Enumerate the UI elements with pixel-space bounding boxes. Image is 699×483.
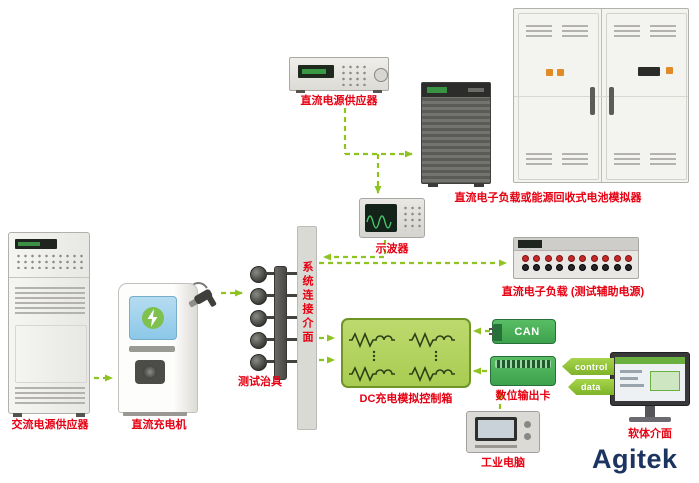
cabinet-vent [614,153,640,167]
ac-cabinet-vent-top [15,287,85,317]
label-aux-eload: 直流电子负载 (测试辅助电源) [501,286,645,298]
aux-electronic-load [513,237,639,279]
cabinet-vent [526,153,552,167]
label-test-fixture: 测试治具 [238,376,282,388]
fixture-pin [285,316,298,319]
dc-charge-simulation-box [341,318,471,388]
charger-screen [129,296,177,340]
label-software-interface: 软体介面 [628,428,672,440]
cabinet-indicator [666,67,673,74]
cabinet-handle-left [590,87,595,115]
psu-buttons [340,64,368,86]
aux-load-panel [514,238,638,251]
card-pin-strip [495,360,551,368]
label-ac-power-supply: 交流电源供应器 [11,419,89,431]
cabinet-vent [562,153,588,167]
fixture-stem [264,294,274,297]
cabinet-indicator [546,69,553,76]
rack-load-panel [422,83,490,97]
industrial-pc [466,411,540,453]
ac-cabinet-display [15,239,57,249]
fixture-stem [264,272,274,275]
monitor-chart-area [650,371,680,391]
monitor-text-line [620,384,644,387]
label-digital-output-card: 数位输出卡 [495,390,551,402]
control-flow-arrow: control [562,358,614,375]
fixture-pin [285,360,298,363]
monitor-titlebar [615,357,685,364]
fixture-pin [285,338,298,341]
cabinet-display [638,67,660,76]
psu-knob [374,68,388,82]
cabinet-handle-right [609,87,614,115]
psu-display [298,65,334,78]
ac-cabinet-vent-bottom [15,387,85,407]
can-module-label: CAN [514,325,540,338]
dc-charging-station [118,283,198,416]
control-flow-label: control [575,361,608,372]
cabinet-indicator [557,69,564,76]
software-monitor [610,352,690,406]
ac-cabinet-door [15,325,87,383]
fixture-pin [285,272,298,275]
ac-cabinet-buttons [15,253,85,269]
cabinet-vent [614,25,640,39]
test-fixture [250,264,298,390]
oscilloscope-screen [365,204,397,232]
cabinet-vent [562,25,588,39]
cabinet-vent [650,153,676,167]
system-interface-bar: 系统连接介面 [297,226,317,430]
monitor-stand [645,406,655,418]
fixture-stem [264,316,274,319]
aux-load-channels [522,255,632,271]
cabinet-split [601,9,602,182]
cabinet-vent [526,25,552,39]
fixture-pin [285,294,298,297]
label-system-interface: 系统连接介面 [301,261,313,345]
can-module: CAN [489,319,556,344]
label-industrial-pc: 工业电脑 [481,457,525,469]
monitor-text-line [620,377,638,380]
industrial-pc-screen [475,417,517,441]
label-oscilloscope: 示波器 [375,243,409,255]
cabinet-seam [514,96,688,97]
charger-socket [135,360,165,384]
monitor-screen [615,357,685,401]
monitor-base [629,417,671,422]
dc-power-supply-instrument [289,57,389,93]
waveform-icon [366,215,392,229]
label-sim-box: DC充电模拟控制箱 [359,393,453,405]
data-flow-label: data [581,382,601,392]
ac-cabinet-seam [9,277,89,278]
charging-bolt-icon [142,307,164,329]
label-eload-battery-simulator: 直流电子负载或能源回收式电池模拟器 [454,192,642,204]
data-flow-arrow: data [568,379,614,395]
oscilloscope-buttons [402,205,422,231]
battery-simulator-cabinet [513,8,689,183]
charger-card-slot [129,346,175,352]
resistor-inductor-symbols [349,331,455,383]
label-dc-power-supply: 直流电源供应器 [300,95,378,107]
monitor-text-line [620,370,642,373]
charging-gun [186,280,222,316]
rack-electronic-load [421,82,491,187]
cabinet-vent [650,25,676,39]
brand-logo: Agitek [592,444,678,474]
ac-power-supply-cabinet [8,232,90,417]
industrial-pc-slot [475,445,517,448]
can-connector [489,324,502,341]
industrial-pc-buttons [524,421,531,428]
fixture-stem [264,338,274,341]
fixture-stem [264,360,274,363]
label-dc-charger: 直流充电机 [131,419,187,431]
oscilloscope [359,198,425,238]
fixture-body [274,266,287,380]
digital-output-card [490,356,556,386]
